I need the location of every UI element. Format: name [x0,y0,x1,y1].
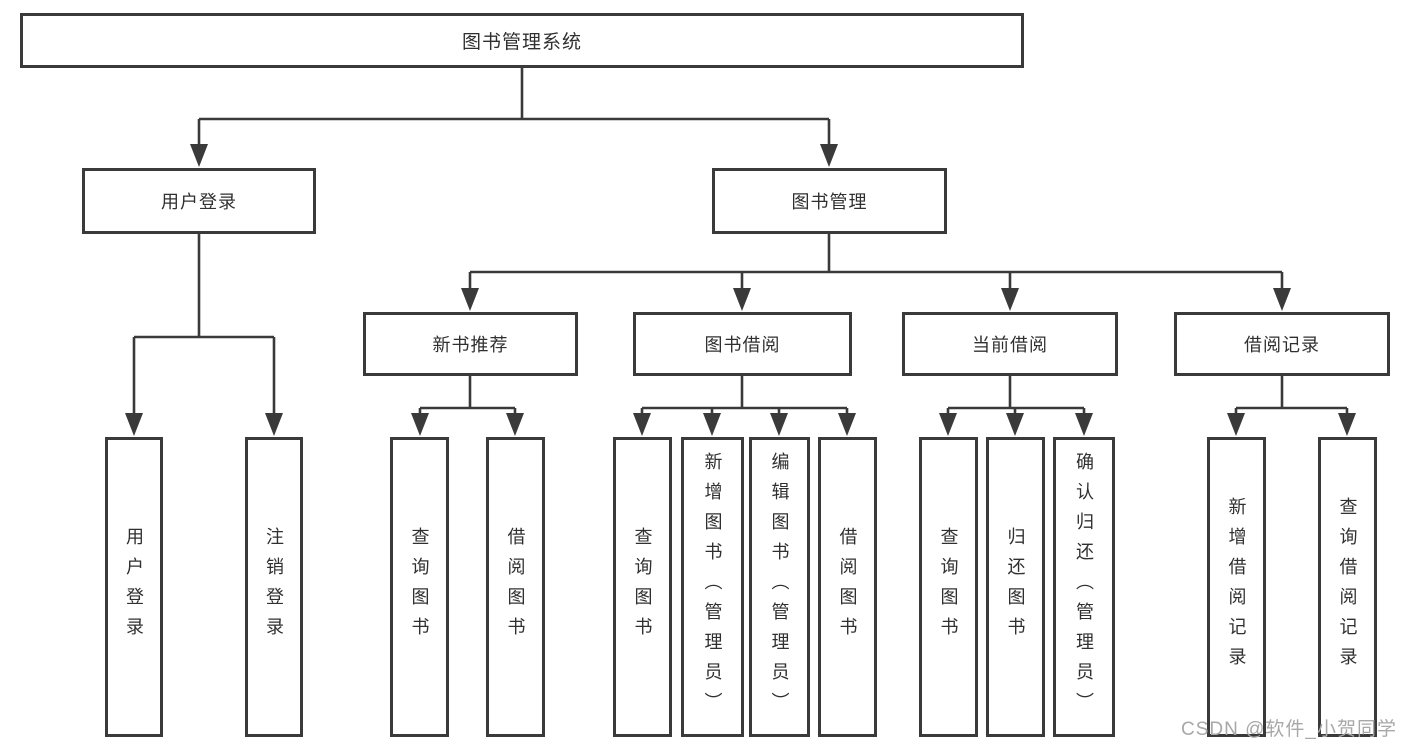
leaf-label: 注销登录 [264,527,284,647]
arrowhead [733,288,751,311]
node-user-login: 用户登录 [82,168,316,234]
arrowhead [1006,413,1024,436]
leaf-label: 用户登录 [124,527,144,647]
leaf-query-books: 查询图书 [390,437,449,737]
arrowhead [939,413,957,436]
leaf-label: 新增借阅记录 [1226,497,1247,677]
leaf-label: 查询图书 [632,527,653,647]
leaf-confirm-return-admin: 确认归还（管理员） [1053,437,1115,737]
arrowhead [770,413,788,436]
leaf-return-books: 归还图书 [986,437,1045,737]
leaf-logout: 注销登录 [245,437,303,737]
node-borrowing-records: 借阅记录 [1174,312,1390,376]
node-book-management: 图书管理 [712,168,947,234]
node-library-management-system: 图书管理系统 [20,13,1024,68]
leaf-edit-books-admin: 编辑图书（管理员） [749,437,810,737]
node-book-borrowing: 图书借阅 [633,312,852,376]
leaf-query-books-3: 查询图书 [919,437,978,737]
arrowhead [633,413,651,436]
arrowhead [1075,413,1093,436]
leaf-borrow-books-2: 借阅图书 [818,437,877,737]
leaf-label: 借阅图书 [837,527,858,647]
leaf-label: 确认归还（管理员） [1074,452,1094,722]
leaf-label: 查询图书 [938,527,959,647]
node-new-book-recommendation: 新书推荐 [363,312,578,376]
leaf-label: 新增图书（管理员） [702,452,723,722]
arrowhead [820,144,838,167]
arrowhead [190,144,208,167]
leaf-label: 借阅图书 [505,527,526,647]
arrowhead [703,413,721,436]
leaf-label: 查询借阅记录 [1337,497,1358,677]
watermark: CSDN @软件_小贺同学 [1181,719,1397,740]
arrowhead [1338,413,1356,436]
leaf-label: 查询图书 [409,527,430,647]
leaf-borrow-books: 借阅图书 [486,437,545,737]
leaf-user-login: 用户登录 [105,437,163,737]
leaf-query-borrow-record: 查询借阅记录 [1318,437,1377,737]
arrowhead [838,413,856,436]
arrowhead [1001,288,1019,311]
arrowhead [461,288,479,311]
arrowhead [125,413,143,436]
leaf-query-books-2: 查询图书 [613,437,672,737]
arrowhead [1227,413,1245,436]
arrowhead [506,413,524,436]
arrowhead [265,413,283,436]
leaf-label: 编辑图书（管理员） [769,452,790,722]
leaf-add-books-admin: 新增图书（管理员） [681,437,744,737]
leaf-label: 归还图书 [1005,527,1026,647]
node-current-borrowing: 当前借阅 [902,312,1118,376]
arrowhead [1273,288,1291,311]
leaf-add-borrow-record: 新增借阅记录 [1207,437,1266,737]
arrowhead [411,413,429,436]
